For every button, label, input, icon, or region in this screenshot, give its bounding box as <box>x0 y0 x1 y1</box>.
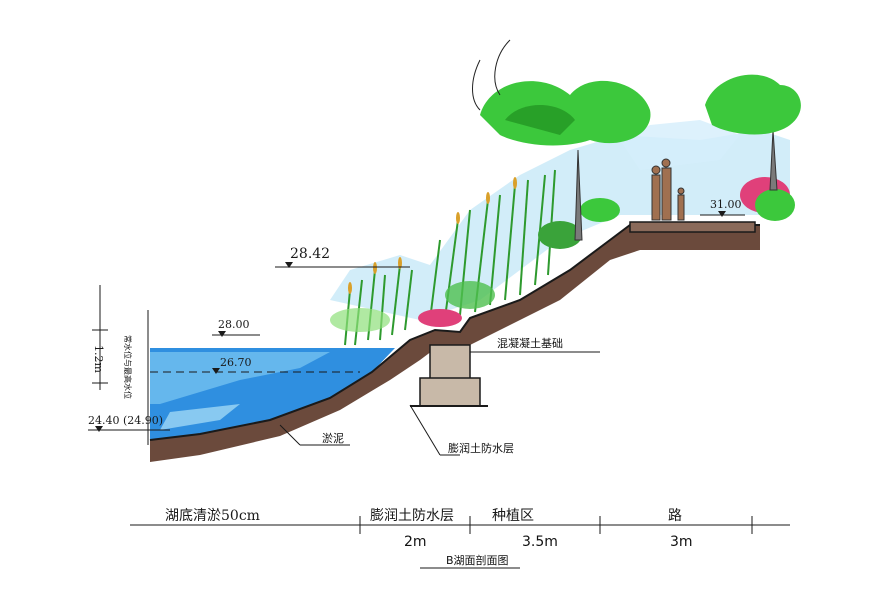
people-figures <box>651 158 685 221</box>
zone-label-road: 路 <box>668 508 682 524</box>
elevation-markers <box>95 211 726 432</box>
side-dimension: 1.2m <box>92 345 105 373</box>
callout-concrete-base: 混凝凝土基础 <box>497 336 563 350</box>
tree-large <box>472 39 651 241</box>
zone-width-bentonite: 2m <box>404 534 427 550</box>
callout-leaders <box>279 351 600 456</box>
tree-right <box>705 74 801 191</box>
lake-water <box>150 348 395 440</box>
zone-label-dredge: 湖底清淤50cm <box>165 508 260 524</box>
soil-bank <box>149 224 760 462</box>
zone-width-road: 3m <box>670 534 693 550</box>
elevation-normal-water: 26.70 <box>220 356 252 369</box>
concrete-base <box>410 344 488 407</box>
elevation-road: 31.00 <box>710 198 742 211</box>
callout-silt: 淤泥 <box>322 432 344 445</box>
zone-label-bentonite: 膨润土防水层 <box>370 507 454 524</box>
side-note: 常水位与最高水位 <box>123 335 133 399</box>
road-platform <box>629 221 756 233</box>
elevation-top-bank: 28.42 <box>290 246 330 262</box>
callout-bentonite: 膨润土防水层 <box>448 441 514 455</box>
elevation-bottom: 24.40 (24.90) <box>88 414 163 427</box>
reed-heads <box>348 177 517 294</box>
elevation-water-surface: 28.00 <box>218 318 250 331</box>
zone-width-planting: 3.5m <box>522 534 558 550</box>
diagram-title: B湖面剖面图 <box>446 553 509 567</box>
dimension-lines <box>88 214 790 569</box>
shrubs <box>330 177 795 332</box>
zone-label-planting: 种植区 <box>492 508 534 524</box>
